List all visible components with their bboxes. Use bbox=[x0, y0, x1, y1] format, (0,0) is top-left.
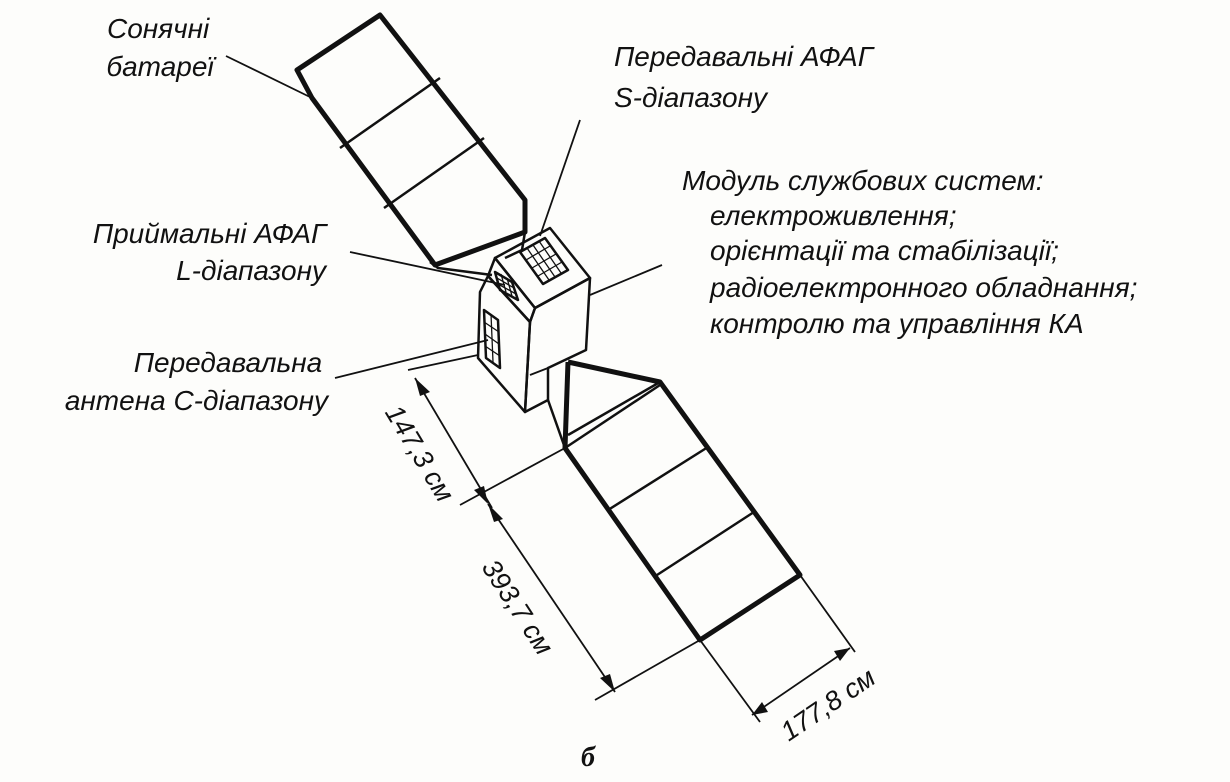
rx-l-band-label: Приймальні АФАГ L-діапазону bbox=[93, 218, 334, 286]
tx-s-band-label: Передавальні АФАГ S-діапазону bbox=[614, 41, 881, 113]
figure-caption: б bbox=[581, 742, 596, 773]
dimension-lines bbox=[407, 354, 856, 723]
dimension-147-3: 147,3 см bbox=[379, 400, 460, 507]
leader-lines bbox=[225, 55, 663, 379]
service-module-label: Модуль службових систем: електроживлення… bbox=[682, 165, 1145, 339]
solar-panels-label: Сонячні батареї bbox=[106, 13, 217, 82]
dimension-177-8: 177,8 см bbox=[775, 662, 881, 747]
satellite-body bbox=[476, 226, 592, 414]
s-band-array bbox=[518, 236, 570, 286]
tx-c-band-label: Передавальна антена С-діапазону bbox=[65, 347, 330, 416]
dimension-393-7: 393,7 см bbox=[476, 554, 559, 660]
lower-solar-panel bbox=[546, 359, 803, 643]
c-band-antenna bbox=[482, 308, 502, 370]
